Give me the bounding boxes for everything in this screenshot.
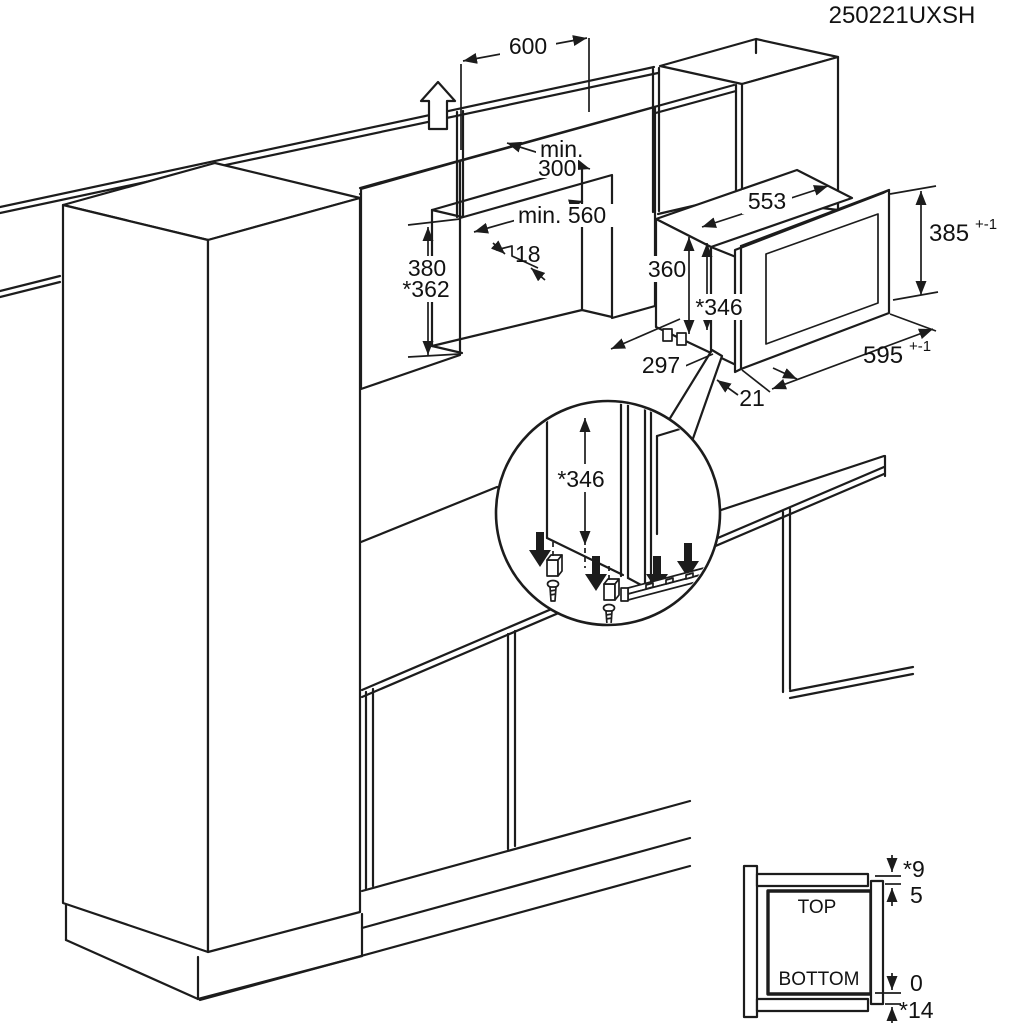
dim-297: 297 [610, 318, 714, 378]
dim-21: 21 [716, 367, 798, 411]
dim-380-362: 380 *362 [396, 218, 461, 358]
dimensions: 600 min. 300 min. 560 18 380 [396, 33, 997, 411]
reference-code: 250221UXSH [829, 2, 976, 29]
dim-600-label: 600 [509, 33, 547, 59]
dim-385-label: 385 [929, 220, 969, 247]
dim-18: 18 [490, 240, 546, 282]
detail-dim-346-label: *346 [557, 466, 604, 492]
microwave-door-window [765, 213, 879, 345]
dim-553: 553 [701, 185, 829, 228]
screw-icon [546, 579, 560, 602]
dim-360-label: 360 [648, 256, 686, 282]
dim-297-label: 297 [642, 352, 680, 378]
dim-min560-label: min. 560 [518, 202, 606, 228]
dim-385-tolerance: +-1 [975, 216, 997, 233]
dim-346-label: *346 [695, 294, 742, 320]
dim-385: 385 +-1 [889, 185, 997, 301]
dim-360: 360 [648, 237, 695, 334]
dim-595-tolerance: +-1 [909, 338, 931, 355]
tall-cabinet-front [206, 196, 362, 954]
dim-min300-label2: 300 [538, 155, 576, 181]
dim-380-label: 380 [408, 255, 446, 281]
dim-18-label: 18 [515, 241, 541, 267]
dim-min-300: min. 300 [506, 136, 591, 181]
inset-dim-14-label: *14 [899, 997, 934, 1023]
dim-595: 595 +-1 [741, 313, 937, 393]
press-down-arrow-icon [677, 543, 699, 578]
spacer-block-icon [546, 554, 563, 577]
tall-cabinet-side [61, 203, 210, 954]
press-down-arrow-icon [529, 532, 551, 567]
inset-dim-5-label: 5 [910, 882, 923, 908]
inset-front-frame [869, 879, 885, 1006]
inset-top-label: TOP [798, 897, 837, 918]
inset-bottom-label: BOTTOM [779, 969, 860, 990]
microwave-foot [662, 328, 673, 342]
dim-min-560: min. 560 [473, 199, 616, 234]
dim-min300-label1: min. [540, 136, 583, 162]
detail-circle: *346 [494, 399, 722, 627]
inset-top-panel [755, 872, 870, 888]
section-inset: TOP BOTTOM *9 5 0 *14 [742, 855, 934, 1023]
dim-595-label: 595 [863, 342, 903, 369]
dim-553-label: 553 [748, 188, 786, 214]
spacer-block-icon [603, 578, 620, 601]
inset-bottom-panel [755, 997, 870, 1013]
dim-600: 600 [460, 33, 590, 150]
dim-362-label: *362 [402, 276, 449, 302]
inset-dim-0-label: 0 [910, 970, 923, 996]
dim-346: *346 [692, 243, 746, 330]
tall-cabinet [61, 161, 364, 1001]
screw-icon [602, 603, 616, 623]
inset-dim-9-label: *9 [903, 856, 925, 882]
inset-side-panel [742, 864, 759, 1019]
up-arrow-icon [419, 80, 457, 131]
microwave-foot [676, 332, 687, 346]
press-down-arrow-icon [585, 556, 607, 591]
dim-21-label: 21 [739, 385, 765, 411]
